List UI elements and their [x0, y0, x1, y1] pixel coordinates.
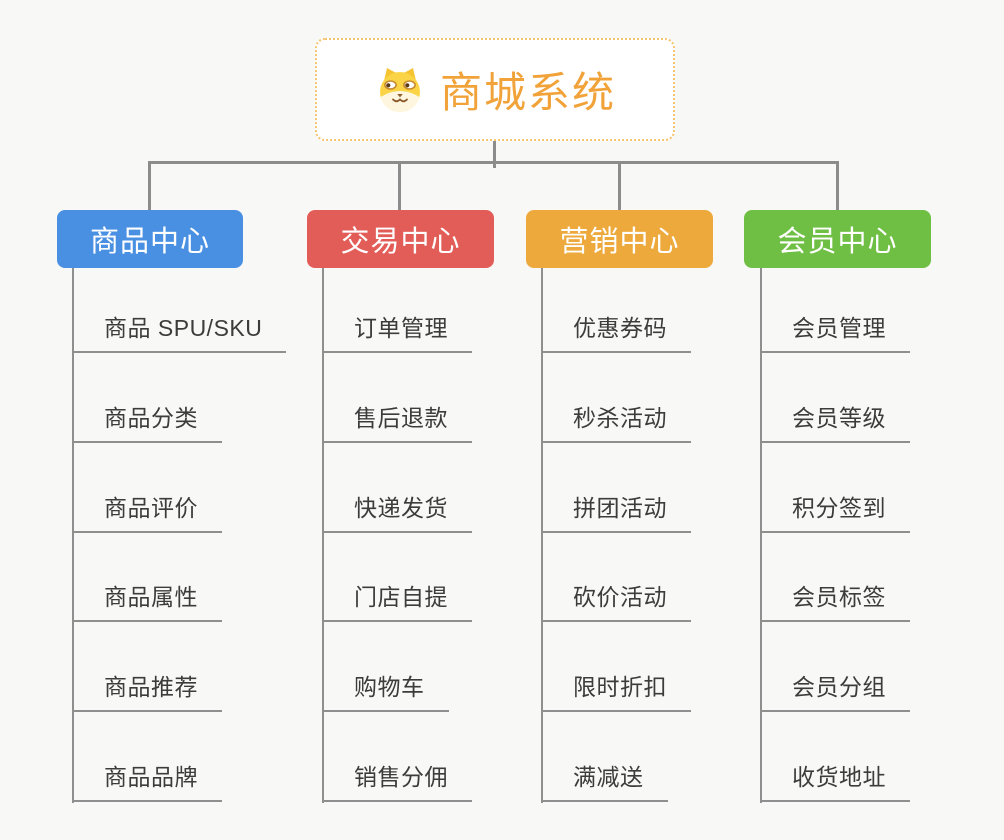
leaf-node[interactable]: 会员标签 [760, 576, 910, 622]
root-node[interactable]: 商城系统 [315, 38, 675, 141]
leaf-node[interactable]: 积分签到 [760, 487, 910, 533]
branch-node-marketing-center[interactable]: 营销中心 [526, 210, 713, 268]
leaf-node[interactable]: 会员等级 [760, 397, 910, 443]
branch-node-product-center[interactable]: 商品中心 [57, 210, 243, 268]
trunk-line [72, 268, 74, 803]
trunk-line [760, 268, 762, 803]
leaf-node[interactable]: 快递发货 [322, 487, 472, 533]
leaf-node[interactable]: 砍价活动 [541, 576, 691, 622]
branch-connector-line [618, 161, 621, 210]
branch-label: 会员中心 [777, 226, 898, 258]
branch-connector-line [836, 161, 839, 210]
trunk-line [322, 268, 324, 803]
leaf-node[interactable]: 门店自提 [322, 576, 472, 622]
leaf-node[interactable]: 会员分组 [760, 666, 910, 712]
branch-node-member-center[interactable]: 会员中心 [744, 210, 931, 268]
leaf-node[interactable]: 销售分佣 [322, 756, 472, 802]
leaf-node[interactable]: 商品品牌 [72, 756, 222, 802]
leaf-node[interactable]: 优惠券码 [541, 307, 691, 353]
leaf-node[interactable]: 拼团活动 [541, 487, 691, 533]
leaf-node[interactable]: 收货地址 [760, 756, 910, 802]
leaf-node[interactable]: 商品分类 [72, 397, 222, 443]
branch-label: 商品中心 [89, 226, 210, 258]
branch-label: 交易中心 [340, 226, 461, 258]
leaf-node[interactable]: 限时折扣 [541, 666, 691, 712]
leaf-node[interactable]: 会员管理 [760, 307, 910, 353]
leaf-node[interactable]: 商品 SPU/SKU [72, 307, 287, 353]
leaf-node[interactable]: 商品评价 [72, 487, 222, 533]
leaf-node[interactable]: 订单管理 [322, 307, 472, 353]
leaf-node[interactable]: 商品属性 [72, 576, 222, 622]
branch-connector-line [148, 161, 151, 210]
branch-connector-line [398, 161, 401, 210]
branch-node-trade-center[interactable]: 交易中心 [307, 210, 494, 268]
leaf-node[interactable]: 售后退款 [322, 397, 472, 443]
root-connector-line [493, 140, 496, 168]
horizontal-connector-line [148, 161, 839, 164]
dog-face-icon [379, 67, 420, 112]
branch-label: 营销中心 [559, 226, 680, 258]
leaf-node[interactable]: 购物车 [322, 666, 449, 712]
trunk-line [541, 268, 543, 803]
leaf-node[interactable]: 秒杀活动 [541, 397, 691, 443]
leaf-node[interactable]: 满减送 [541, 756, 668, 802]
root-title: 商城系统 [439, 69, 616, 116]
leaf-node[interactable]: 商品推荐 [72, 666, 222, 712]
